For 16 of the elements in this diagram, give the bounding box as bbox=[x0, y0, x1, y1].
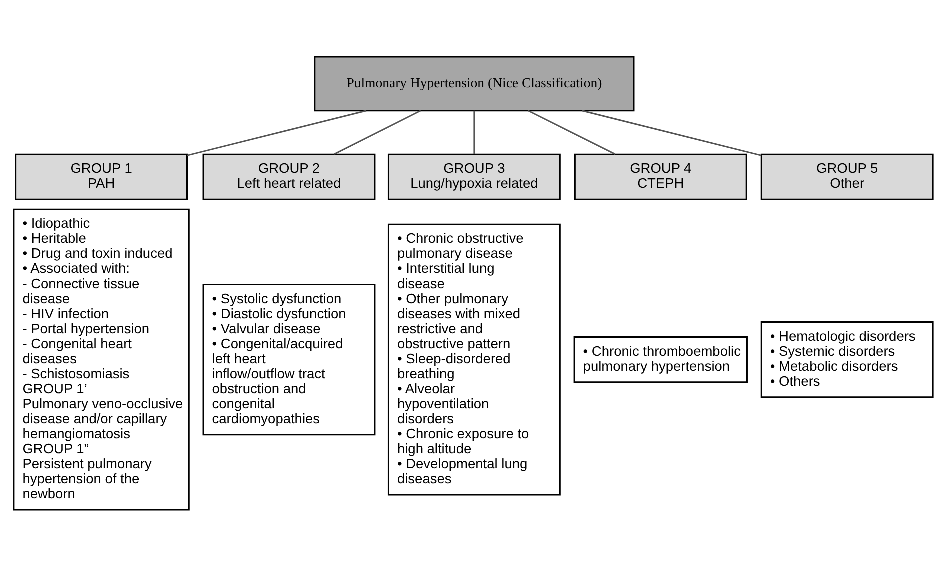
node-box: • Chronic thromboembolic pulmonary hypertension bbox=[574, 336, 748, 383]
node-box: GROUP 5 Other bbox=[760, 153, 934, 200]
node-box: GROUP 3 Lung/hypoxia related bbox=[388, 153, 561, 200]
connector bbox=[187, 110, 367, 156]
node-box: GROUP 4 CTEPH bbox=[574, 153, 748, 200]
node-box: Pulmonary Hypertension (Nice Classification) bbox=[314, 56, 635, 112]
node-box: • Systolic dysfunction • Diastolic dysfunction • Valvular disease • Congenital/acquired left heart inflow/outflow tract obstruction and congenital cardiomyopathies bbox=[202, 284, 376, 436]
node-box: GROUP 2 Left heart related bbox=[202, 153, 376, 200]
connector bbox=[474, 110, 476, 154]
node-box: GROUP 1 PAH bbox=[15, 153, 188, 200]
connector bbox=[528, 110, 616, 154]
node-box: • Chronic obstructive pulmonary disease • Interstitial lung disease • Other pulmonary diseases with mixed restrictive and obstructive pattern • Sleep-disordered breathing • Alveolar hypoventilation disorders • Chronic exposure to high altitude • Developmental lung diseases bbox=[388, 223, 561, 496]
node-box: • Idiopathic • Heritable • Drug and toxin induced • Associated with: - Connective tissue disease - HIV infection - Portal hypertension - Congenital heart diseases - Schistosomiasis GROUP 1’ Pulmonary veno-occlusive disease and/or capillary hemangiomatosis GROUP 1” Persistent pulmonary hypertension of the newborn bbox=[13, 208, 190, 510]
connector bbox=[334, 110, 422, 154]
node-box: • Hematologic disorders • Systemic disorders • Metabolic disorders • Others bbox=[760, 321, 934, 398]
connector bbox=[582, 110, 762, 156]
